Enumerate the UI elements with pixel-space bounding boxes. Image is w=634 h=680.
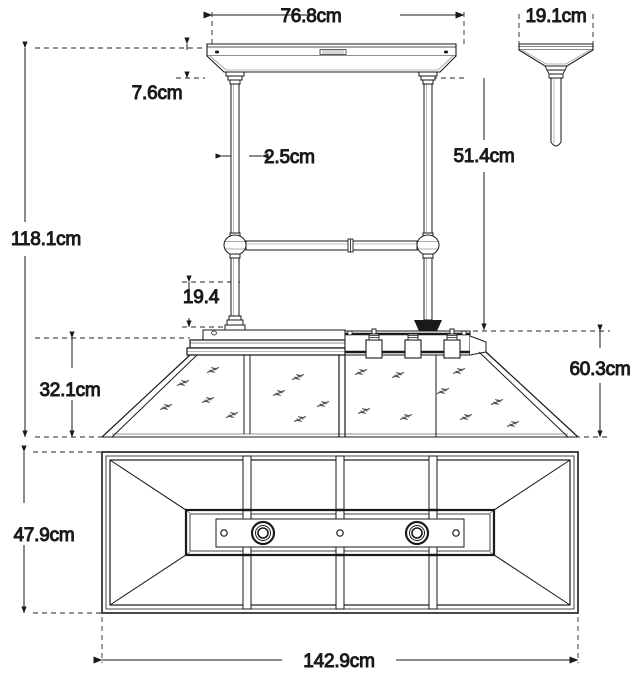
socket-mount-cap: [414, 320, 442, 331]
plan-socket-bar: [215, 518, 465, 548]
canopy-screw-left: [214, 50, 220, 54]
dim-lower-stem-label: 19.4: [183, 287, 220, 308]
plan-fastener-1: [220, 529, 228, 537]
plan-fastener-2: [336, 529, 344, 537]
side-canopy-detail-view: [518, 43, 594, 147]
stem-left: [223, 71, 247, 331]
dim-canopy-detail-width-label: 19.1cm: [525, 6, 586, 27]
dim-canopy-width-label: 76.8cm: [280, 6, 341, 27]
front-elevation-view: [101, 43, 579, 438]
rail-fastener-left: [211, 330, 217, 336]
canopy-label-plate: [319, 49, 347, 55]
stem-right: [416, 71, 440, 321]
ceiling-canopy: [206, 43, 457, 73]
dim-stem-diameter-label: 2.5cm: [264, 147, 315, 168]
plan-socket-opening-left: [250, 520, 276, 546]
canopy-screw-right: [443, 50, 449, 54]
socket-bar-cutaway: [344, 320, 487, 359]
bar-fastener-right: [461, 330, 467, 336]
shade-body: [101, 351, 579, 438]
dim-fixture-height-label: 60.3cm: [569, 359, 630, 380]
plan-fastener-3: [452, 529, 460, 537]
dim-plan-width-label: 142.9cm: [303, 651, 374, 672]
shade-top-rail: [186, 329, 346, 356]
dim-shade-height-label: 32.1cm: [39, 380, 100, 401]
lamp-socket-2: [404, 320, 442, 359]
lamp-socket-3: [443, 328, 461, 359]
dim-canopy-drop-label: 7.6cm: [132, 83, 183, 104]
dim-plan-depth-label: 47.9cm: [13, 525, 74, 546]
lamp-socket-1: [365, 328, 383, 359]
bar-fastener-left: [347, 330, 353, 336]
dim-overall-height-label: 118.1cm: [11, 229, 81, 250]
dim-upper-stem-length-label: 51.4cm: [453, 146, 514, 167]
crossbar: [245, 238, 418, 253]
bottom-plan-view: [101, 451, 579, 614]
plan-socket-opening-right: [404, 520, 430, 546]
